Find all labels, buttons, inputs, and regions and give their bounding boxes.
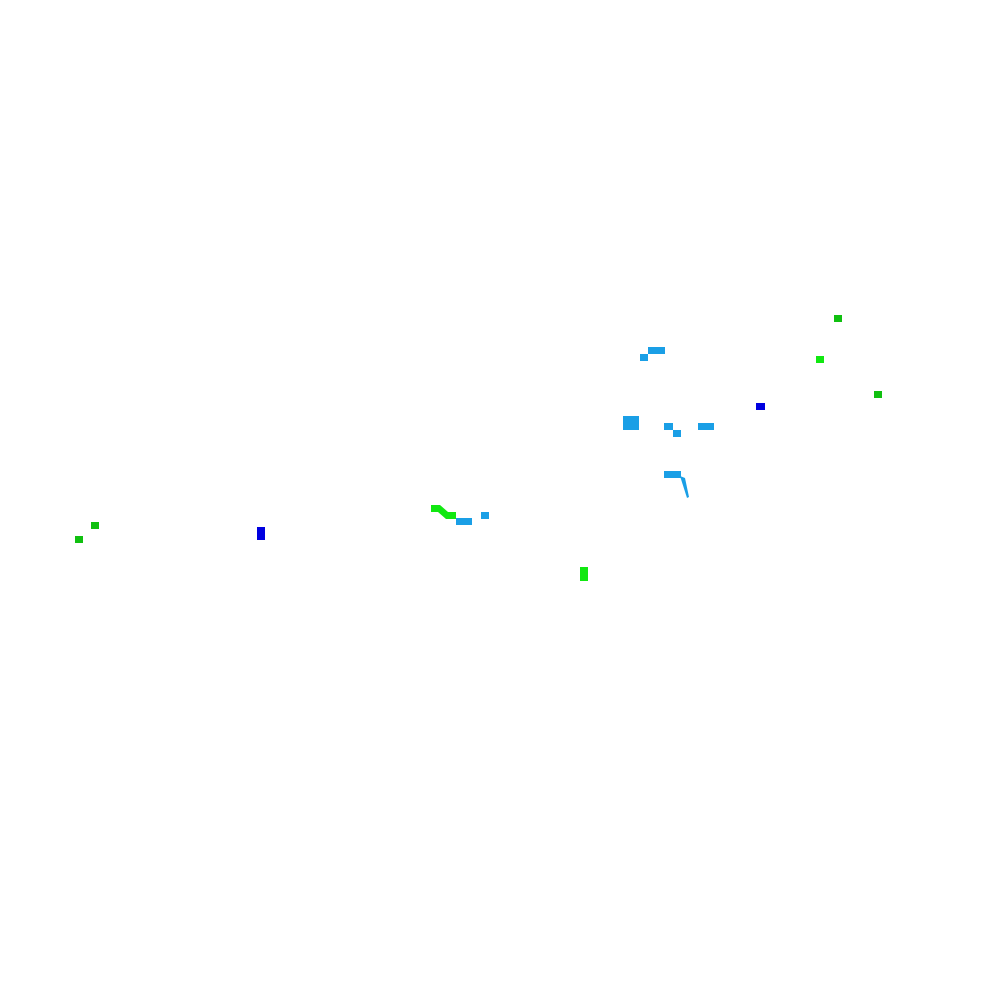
map-feature-light-blue-block xyxy=(664,471,681,478)
map-feature-dark-green-block xyxy=(874,391,882,398)
map-feature-dark-green-block xyxy=(75,536,83,543)
map-feature-light-blue-block xyxy=(456,518,472,525)
map-feature-dark-green-block xyxy=(91,522,99,529)
map-feature-light-blue-curve xyxy=(680,476,689,498)
map-feature-dark-blue-block xyxy=(257,527,265,540)
map-feature-dark-blue-block xyxy=(756,403,765,410)
map-feature-bright-green-block xyxy=(580,567,588,581)
map-feature-light-blue-block xyxy=(640,354,648,361)
map-feature-light-blue-block xyxy=(664,423,673,430)
map-feature-light-blue-block xyxy=(648,347,665,354)
map-features xyxy=(75,315,882,581)
map-feature-dark-green-block xyxy=(834,315,842,322)
map-feature-bright-green-segment xyxy=(431,505,456,519)
map-feature-light-blue-block xyxy=(673,430,681,437)
map-feature-light-blue-block xyxy=(623,416,639,430)
map-feature-light-blue-block xyxy=(698,423,714,430)
map-feature-bright-green-block xyxy=(816,356,824,363)
map-feature-light-blue-block xyxy=(481,512,489,519)
